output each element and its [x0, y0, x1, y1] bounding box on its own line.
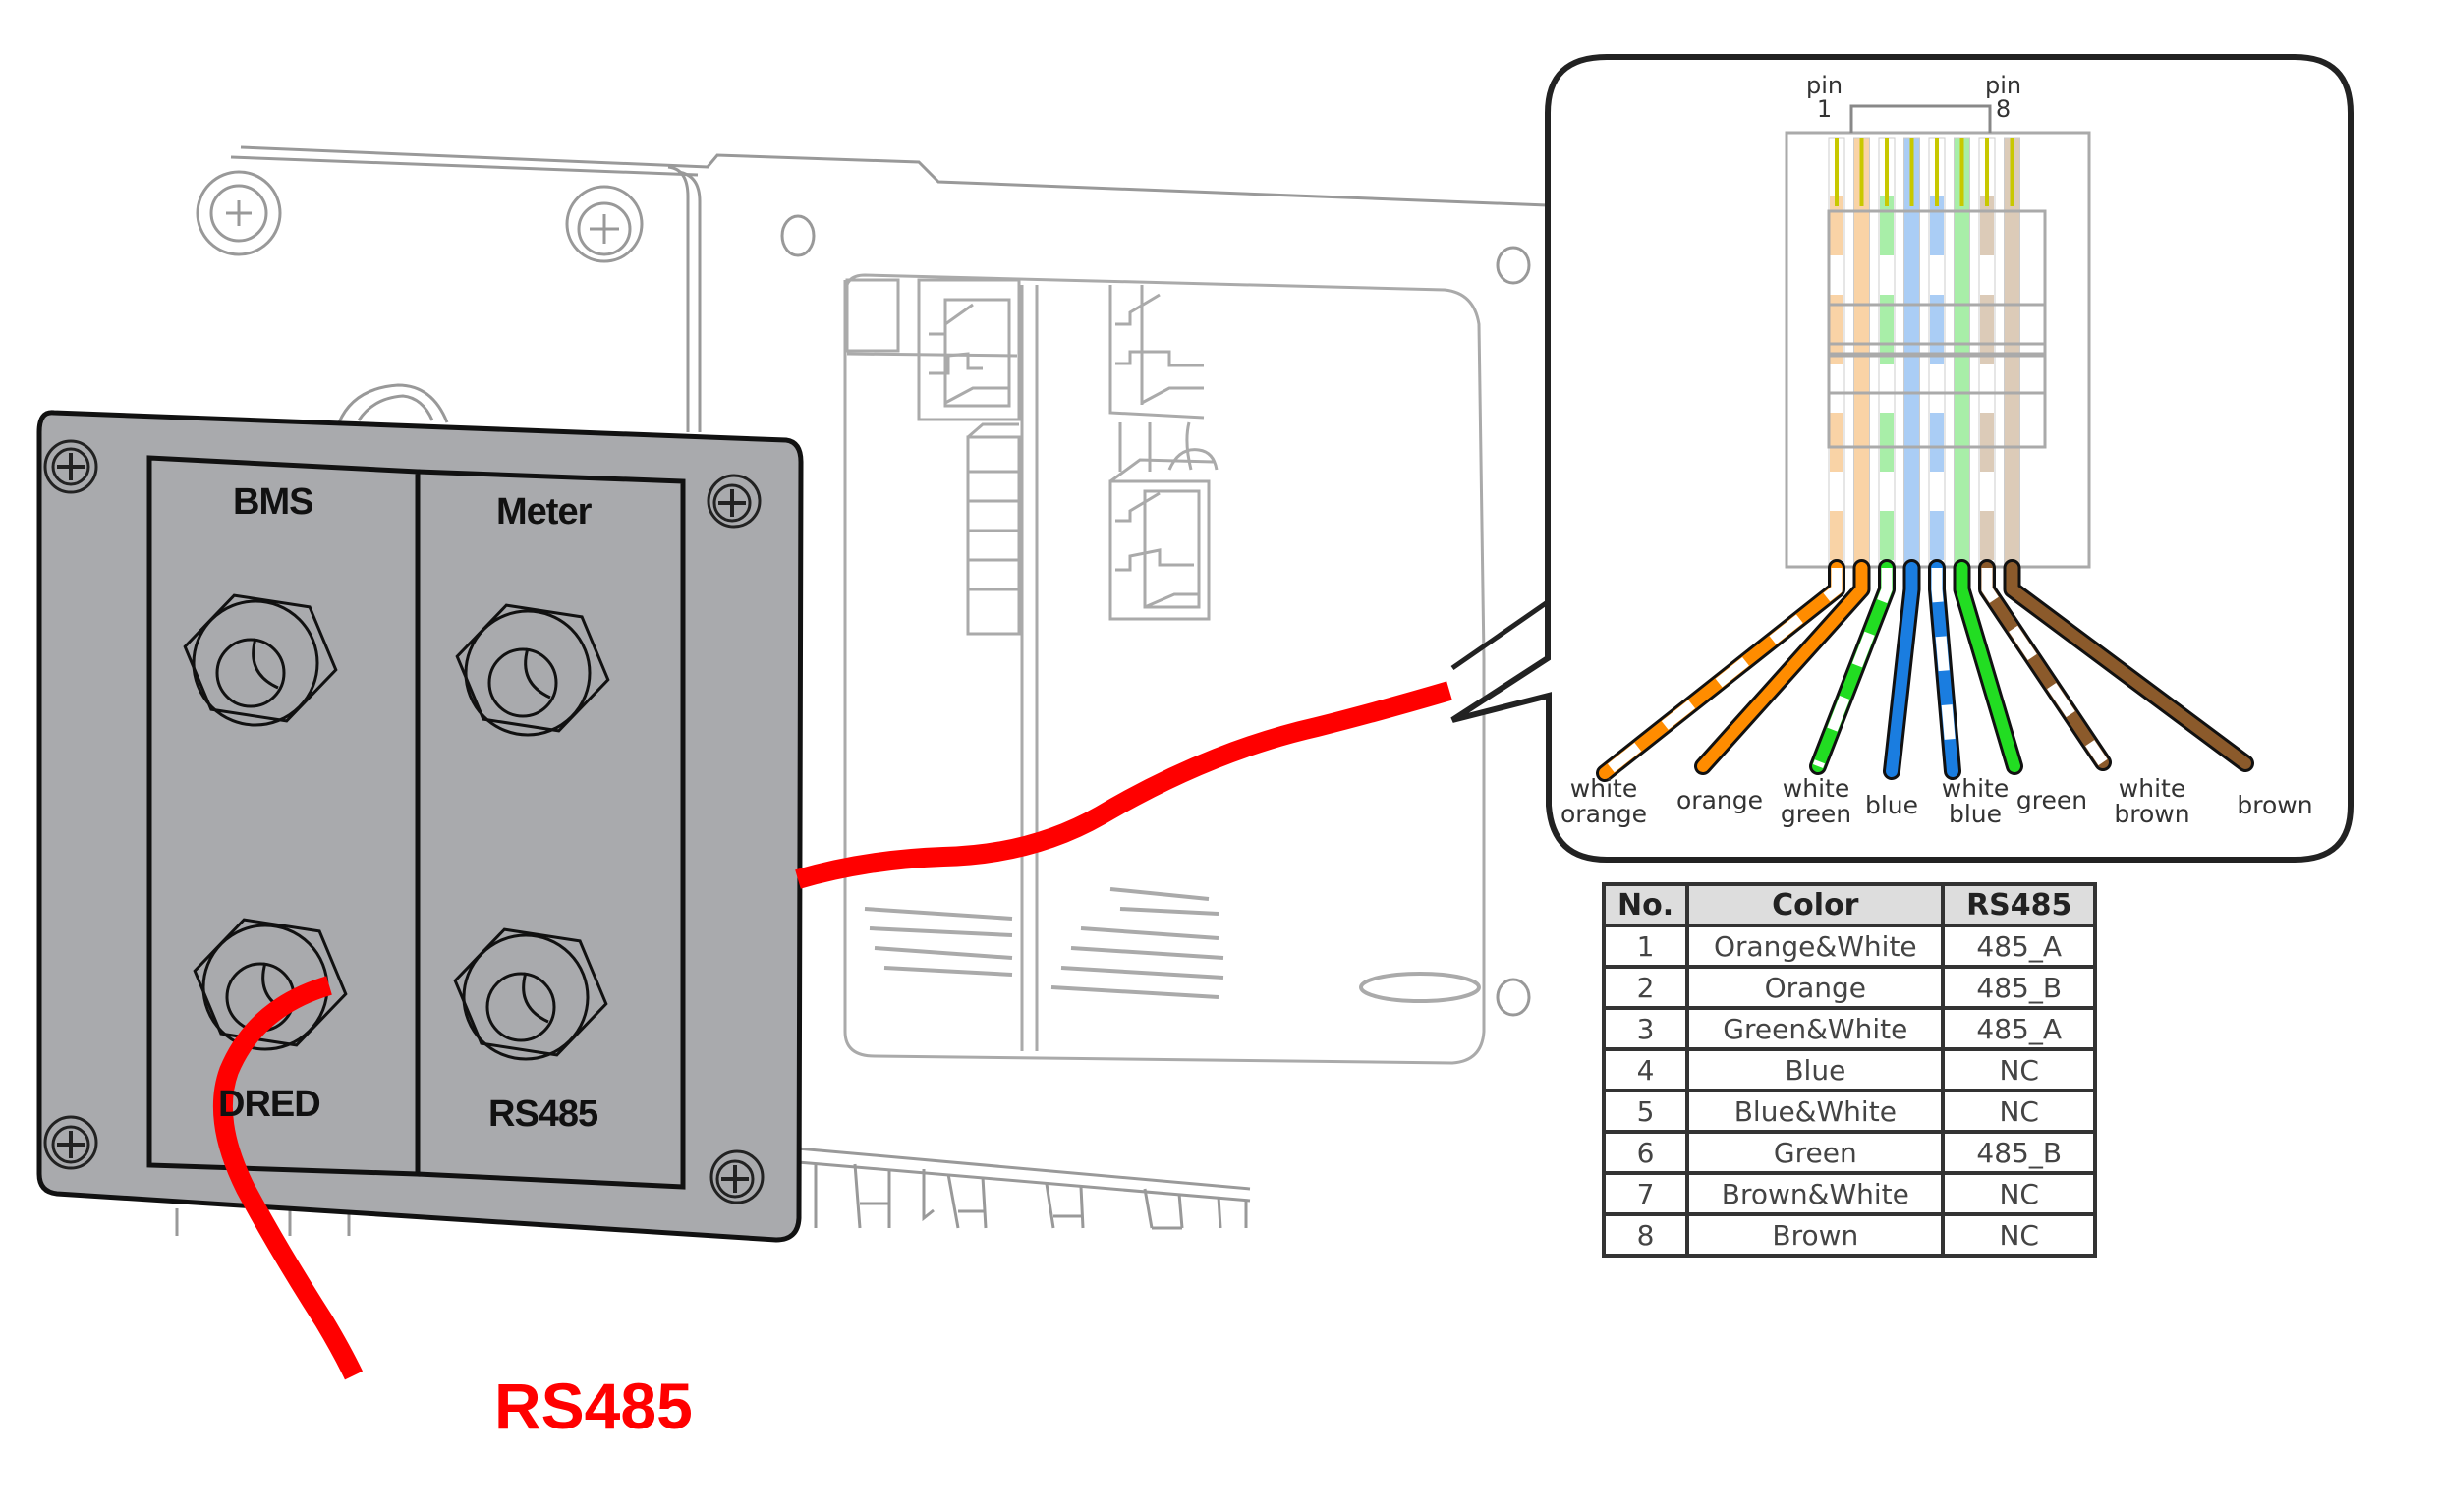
callout-bubble [1450, 54, 2354, 863]
wire-label-line: blue [1948, 800, 2003, 828]
wire-label-line: orange [1676, 786, 1763, 814]
cell-rs485: NC [1941, 1047, 2097, 1092]
cell-color: Orange&White [1685, 924, 1946, 969]
rs485-cable [212, 681, 1452, 1380]
header-rs485: RS485 [1941, 882, 2097, 927]
wire-label-line: green [1780, 800, 1852, 828]
communication-panel [36, 410, 804, 1243]
cell-no: 8 [1601, 1212, 1690, 1258]
cell-no: 3 [1601, 1006, 1690, 1051]
pin-1-label: pin 1 [1806, 74, 1843, 121]
pin-8-text: pin [1985, 72, 2022, 99]
table-header-row: No. Color RS485 [1601, 882, 2097, 927]
cell-rs485: 485_A [1941, 924, 2097, 969]
cell-color: Brown [1685, 1212, 1946, 1258]
cable-gland-bms-icon [183, 593, 338, 727]
wire-label-line: blue [1864, 791, 1919, 819]
cell-rs485: 485_A [1941, 1006, 2097, 1051]
wire-label-line: white [1941, 774, 2010, 803]
wire-label-line: brown [2114, 800, 2190, 828]
wire-label-pin-6: green [2003, 788, 2101, 813]
cell-no: 1 [1601, 924, 1690, 969]
cell-color: Orange [1685, 965, 1946, 1010]
cell-no: 4 [1601, 1047, 1690, 1092]
terminal-block-icon [966, 422, 1021, 636]
panel-screw-icon [709, 1149, 765, 1204]
wire-label-line: white [1782, 774, 1850, 803]
panel-screw-icon [707, 474, 762, 529]
cable-gland-meter-icon [455, 603, 610, 737]
cable-gland-rs485-icon [453, 927, 608, 1061]
wire-label-pin-8: brown [2226, 793, 2324, 818]
inverter-housing [175, 145, 1573, 1236]
header-color: Color [1685, 882, 1946, 927]
wire-label-pin-4: blue [1843, 793, 1941, 818]
cell-color: Brown&White [1685, 1171, 1946, 1216]
wire-label-line: brown [2237, 791, 2313, 819]
header-no: No. [1601, 882, 1690, 927]
pin-8-number: 8 [1995, 95, 2012, 123]
cell-no: 5 [1601, 1089, 1690, 1134]
pin-1-number: 1 [1816, 95, 1833, 123]
wire-7-stripe [1981, 568, 2108, 766]
cell-rs485: NC [1941, 1089, 2097, 1134]
cell-rs485: 485_B [1941, 965, 2097, 1010]
wire-1-stripe [1601, 568, 1843, 778]
port-label-meter: Meter [496, 491, 592, 532]
cell-no: 6 [1601, 1130, 1690, 1175]
wire-label-pin-2: orange [1671, 788, 1769, 813]
wire-4-core [1886, 562, 1918, 777]
panel-screw-icon [43, 439, 98, 494]
rs485-cable-label: RS485 [494, 1370, 693, 1442]
cell-rs485: NC [1941, 1212, 2097, 1258]
cell-rs485: NC [1941, 1171, 2097, 1216]
cell-rs485: 485_B [1941, 1130, 2097, 1175]
wire-2-core [1697, 562, 1868, 772]
rj45-jack-rs485-icon [1108, 458, 1215, 621]
wire-label-line: white [1569, 774, 1638, 803]
wire-label-line: orange [1560, 800, 1647, 828]
wire-8-core [2006, 562, 2251, 769]
rs485-cable-to-panel [212, 976, 364, 1380]
pin-1-text: pin [1806, 72, 1843, 99]
rj45-jack-right-upper-icon [1108, 285, 1205, 420]
port-label-bms: BMS [233, 481, 313, 523]
rj45-jack-left-icon [917, 278, 1021, 421]
cell-color: Blue&White [1685, 1089, 1946, 1134]
pcb-detail [864, 887, 1481, 1003]
wire-label-line: green [2015, 786, 2088, 814]
cell-no: 7 [1601, 1171, 1690, 1216]
port-label-rs485: RS485 [488, 1093, 598, 1135]
wire-label-line: white [2118, 774, 2186, 803]
rs485-cable-to-jack [795, 681, 1452, 889]
housing-screw-icon [196, 170, 282, 256]
cell-no: 2 [1601, 965, 1690, 1010]
pin-8-label: pin 8 [1985, 74, 2021, 121]
wire-6-core [1956, 562, 2020, 772]
panel-screw-icon [43, 1115, 98, 1170]
wire-3-stripe [1812, 568, 1893, 768]
cell-color: Blue [1685, 1047, 1946, 1092]
housing-screw-icon [565, 185, 644, 263]
cell-color: Green [1685, 1130, 1946, 1175]
wire-5-stripe [1931, 568, 1958, 772]
port-label-dred: DRED [218, 1084, 321, 1125]
cell-color: Green&White [1685, 1006, 1946, 1051]
wire-pin-5 [1928, 137, 1946, 571]
